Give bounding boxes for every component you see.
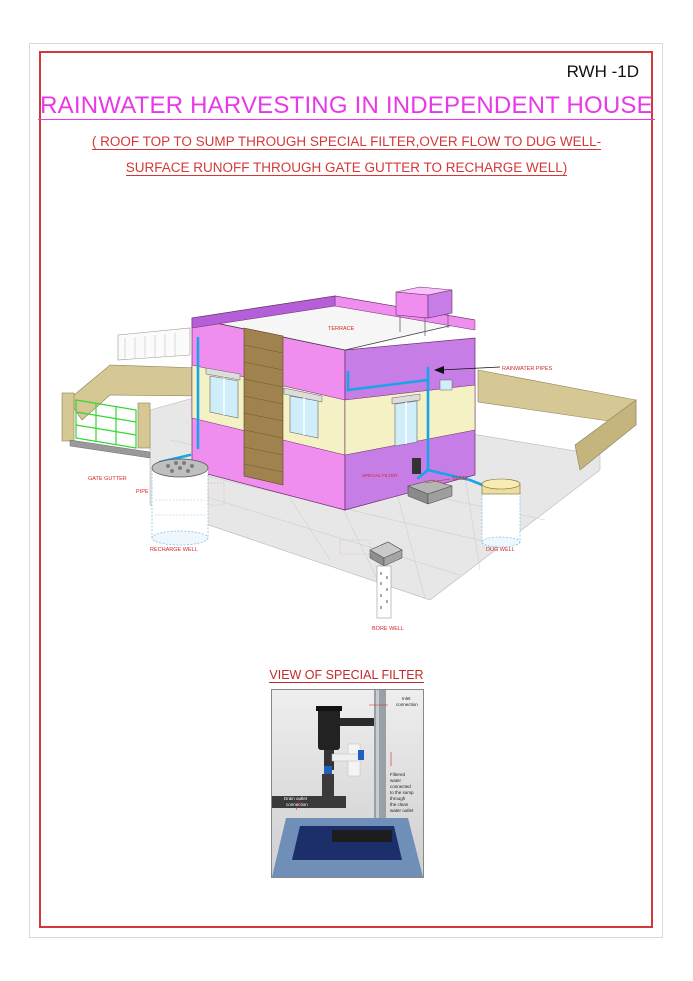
label-inlet-1: Inlet bbox=[402, 696, 411, 701]
label-filtered-5: through bbox=[390, 796, 406, 801]
window-right bbox=[392, 394, 420, 446]
gate-pillar-right bbox=[138, 403, 150, 448]
label-inlet-2: connection bbox=[396, 702, 418, 707]
label-filtered-2: water bbox=[390, 778, 402, 783]
label-terrace: TERRACE bbox=[328, 326, 355, 332]
compound-wall-right bbox=[478, 370, 636, 425]
special-filter-photo: Inlet connection Filtered water connecte… bbox=[271, 689, 424, 878]
gate-pillar-left bbox=[62, 393, 74, 441]
label-rainwater-pipes: RAINWATER PIPES bbox=[502, 366, 552, 372]
label-recharge-well: RECHARGE WELL bbox=[150, 547, 198, 553]
page-title-text: RAINWATER HARVESTING IN INDEPENDENT HOUS… bbox=[38, 92, 655, 120]
label-pipe: PIPE bbox=[136, 489, 149, 495]
label-filtered-6: the clean bbox=[390, 802, 409, 807]
label-drain-2: connection bbox=[286, 802, 308, 807]
filter-view-title-text: VIEW OF SPECIAL FILTER bbox=[269, 668, 423, 683]
small-window-right bbox=[440, 380, 452, 390]
filter-view-title: VIEW OF SPECIAL FILTER bbox=[0, 668, 693, 682]
overhead-tank-front bbox=[396, 292, 428, 318]
label-filtered-1: Filtered bbox=[390, 772, 406, 777]
special-filter-photo-svg: Inlet connection Filtered water connecte… bbox=[272, 690, 423, 877]
inlet-pipe bbox=[374, 690, 386, 840]
label-filtered-7: water outlet bbox=[390, 808, 414, 813]
label-sump: SUMP bbox=[452, 476, 468, 482]
subtitle-line1-text: ( ROOF TOP TO SUMP THROUGH SPECIAL FILTE… bbox=[92, 134, 601, 150]
subtitle-line2: SURFACE RUNOFF THROUGH GATE GUTTER TO RE… bbox=[0, 160, 693, 175]
recharge-well bbox=[152, 459, 208, 545]
house-illustration: TERRACE RAINWATER PIPES GATE GUTTER PIPE… bbox=[60, 280, 650, 640]
label-gate-gutter: GATE GUTTER bbox=[88, 476, 127, 482]
label-bore-well: BORE WELL bbox=[372, 626, 404, 632]
label-filtered-4: to the sump bbox=[390, 790, 414, 795]
filter-body bbox=[318, 708, 340, 750]
neighbour-parapet bbox=[118, 328, 190, 360]
dug-well bbox=[482, 479, 520, 547]
label-drain-1: Drain outlet bbox=[284, 796, 308, 801]
subtitle-line2-text: SURFACE RUNOFF THROUGH GATE GUTTER TO RE… bbox=[126, 160, 568, 176]
label-special-filter: SPECIAL FILTER bbox=[362, 473, 398, 478]
special-filter bbox=[412, 458, 421, 474]
subtitle-line1: ( ROOF TOP TO SUMP THROUGH SPECIAL FILTE… bbox=[0, 134, 693, 149]
page-title: RAINWATER HARVESTING IN INDEPENDENT HOUS… bbox=[0, 92, 693, 120]
drawing-code: RWH -1D bbox=[567, 62, 639, 82]
label-filtered-3: connected bbox=[390, 784, 411, 789]
label-dug-well: DUG WELL bbox=[486, 547, 515, 553]
